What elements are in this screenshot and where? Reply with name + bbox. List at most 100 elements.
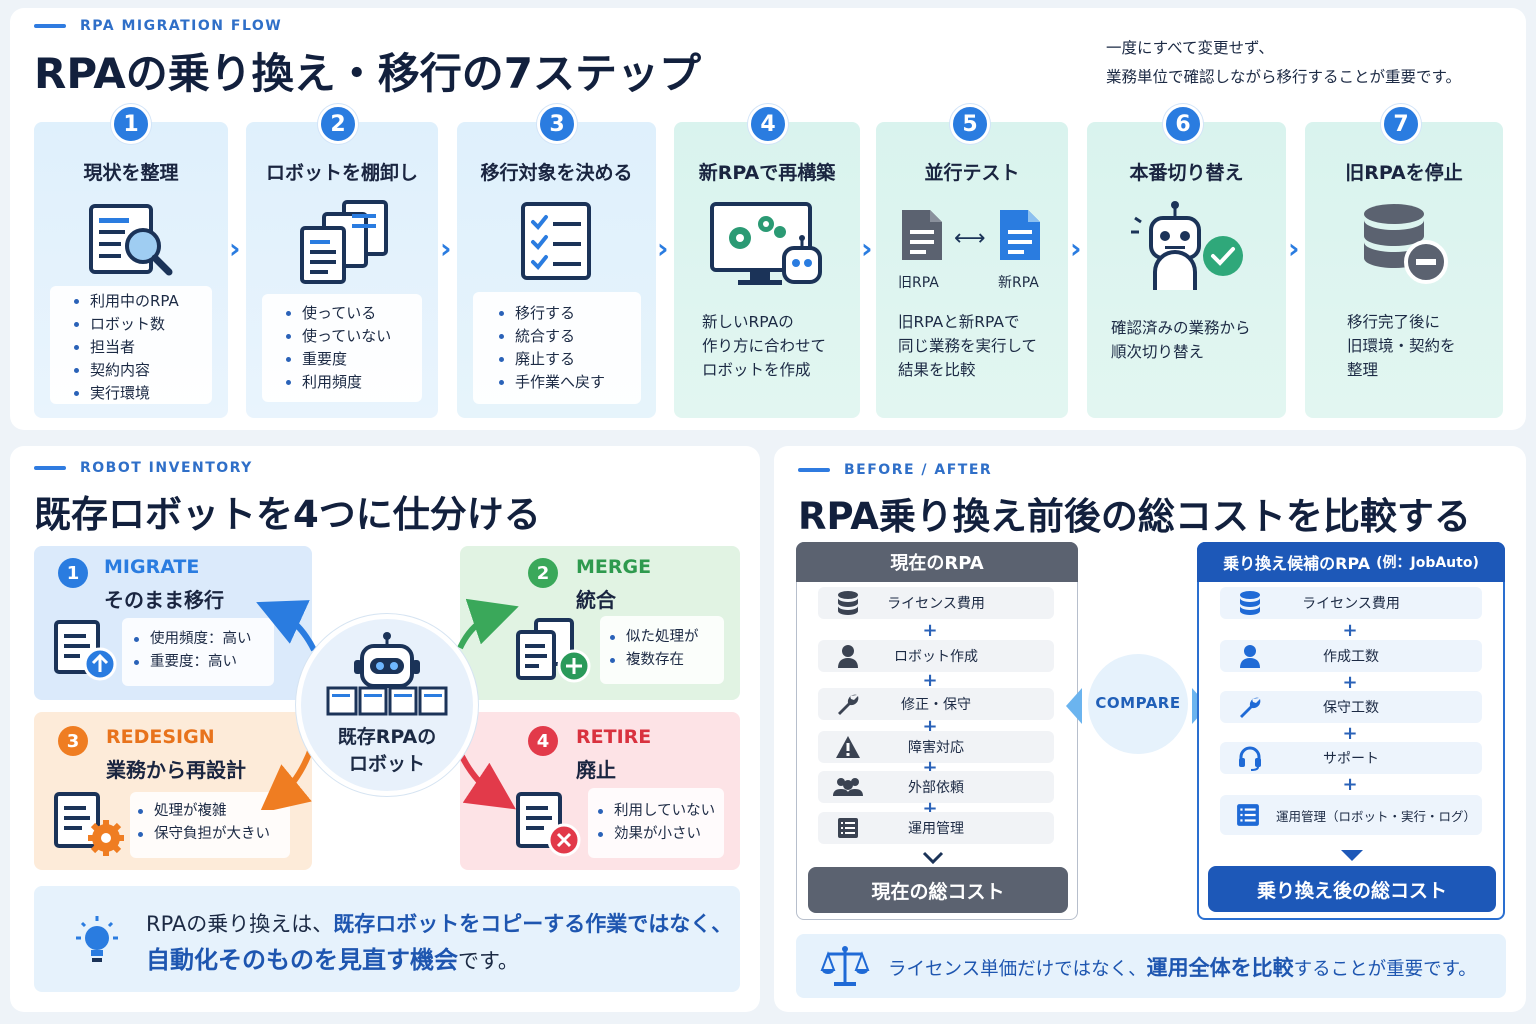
candidate-item-operations: 運用管理（ロボット・実行・ログ）: [1220, 795, 1482, 835]
flow-kicker-text: RPA MIGRATION FLOW: [80, 18, 283, 34]
wrench-icon: [818, 691, 878, 717]
quadrant-2-bullets-box: [600, 616, 724, 684]
step-5-desc-line: 同じ業務を実行して: [898, 337, 1038, 355]
chevron-right-icon: ›: [1288, 232, 1300, 265]
step-5-title: 並行テスト: [924, 162, 1020, 184]
current-item-label: 運用管理: [908, 821, 964, 837]
step-3-bullet: 移行する: [497, 302, 605, 325]
document-settings-icon: [52, 790, 128, 862]
tip-text-highlight-2: 自動化そのものを見直す機会: [146, 946, 458, 974]
document-delete-icon: [514, 790, 590, 862]
quadrant-3-bullets: 処理が複雑 保守負担が大きい: [136, 800, 270, 846]
quadrant-retire: 4 RETIRE 廃止 利用していない 効果が小さい: [460, 712, 740, 870]
quadrant-3-jp: 業務から再設計: [106, 758, 246, 782]
database-icon: [1220, 590, 1280, 616]
step-2-bullet: 使っていない: [284, 325, 391, 348]
flow-kicker: RPA MIGRATION FLOW: [34, 18, 282, 34]
step-7-card: 旧RPAを停止 移行完了後に 旧環境・契約を 整理: [1305, 122, 1503, 418]
step-1-bullet: 担当者: [72, 336, 179, 359]
quadrant-2-number: 2: [528, 558, 558, 588]
current-item-robot-creation: ロボット作成: [818, 640, 1054, 672]
compare-left-arrow: [1066, 688, 1082, 724]
current-item-label: ロボット作成: [894, 649, 978, 665]
group-icon: [818, 776, 878, 798]
quadrant-4-number: 4: [528, 726, 558, 756]
robot-check-icon: [1127, 200, 1247, 296]
step-2-bullets: 使っている 使っていない 重要度 利用頻度: [284, 302, 391, 394]
old-rpa-document-icon: [898, 206, 946, 268]
current-item-outsourcing: 外部依頼: [818, 771, 1054, 803]
new-rpa-label: 新RPA: [998, 275, 1039, 291]
lightbulb-icon: [70, 914, 124, 974]
wrench-icon: [1220, 694, 1280, 720]
candidate-header-label: 乗り換え候補のRPA: [1223, 554, 1371, 573]
quadrant-merge: 2 MERGE 統合 似た処理が 複数存在: [460, 546, 740, 700]
step-7-desc-line: 旧環境・契約を: [1347, 337, 1456, 355]
candidate-item-support: サポート: [1220, 742, 1482, 774]
inventory-kicker-text: ROBOT INVENTORY: [80, 460, 253, 476]
flow-title: RPAの乗り換え・移行の7ステップ: [34, 49, 701, 98]
plus-sign: +: [1342, 672, 1358, 693]
candidate-item-creation-effort: 作成工数: [1220, 640, 1482, 672]
step-2-bullet: 利用頻度: [284, 371, 391, 394]
checklist-icon: [517, 200, 597, 286]
quadrant-4-bullets-box: [588, 788, 724, 858]
monitor-robot-icon: [708, 200, 826, 294]
cost-tip-highlight: 運用全体を比較: [1146, 956, 1294, 980]
step-3-number: 3: [537, 104, 577, 144]
flow-note-line1: 一度にすべて変更せず、: [1106, 39, 1274, 57]
current-total-cost: 現在の総コスト: [808, 867, 1068, 913]
swap-arrows-icon: ⟷: [954, 226, 986, 251]
candidate-item-label: 運用管理（ロボット・実行・ログ）: [1275, 808, 1476, 824]
headset-icon: [1220, 745, 1280, 771]
tip-text-d: です。: [458, 949, 519, 973]
step-4-desc-line: 作り方に合わせて: [702, 337, 827, 355]
plus-sign: +: [922, 670, 938, 691]
inventory-tip-text: RPAの乗り換えは、既存ロボットをコピーする作業ではなく、 自動化そのものを見直…: [146, 906, 732, 979]
step-2-title: ロボットを棚卸し: [265, 162, 418, 184]
warning-icon: [818, 735, 878, 759]
candidate-item-label: ライセンス費用: [1302, 596, 1400, 612]
current-item-operations: 運用管理: [818, 812, 1054, 844]
robot-icon: [326, 632, 448, 722]
compare-label: COMPARE: [1095, 694, 1181, 712]
candidate-rpa-header: 乗り換え候補のRPA(例：JobAuto): [1197, 542, 1505, 582]
step-1-bullet: 利用中のRPA: [72, 290, 179, 313]
quadrant-4-en: RETIRE: [576, 726, 652, 748]
step-7-description: 移行完了後に 旧環境・契約を 整理: [1347, 310, 1456, 382]
chevron-right-icon: ›: [861, 232, 873, 265]
step-5-number: 5: [950, 104, 990, 144]
document-search-icon: [83, 200, 179, 284]
step-6-description: 確認済みの業務から 順次切り替え: [1111, 316, 1251, 364]
current-item-license: ライセンス費用: [818, 587, 1054, 619]
list-icon: [818, 817, 878, 839]
plus-sign: +: [1342, 620, 1358, 641]
step-4-description: 新しいRPAの 作り方に合わせて ロボットを作成: [702, 310, 826, 382]
quadrant-1-bullets: 使用頻度：高い 重要度：高い: [132, 628, 252, 674]
compare-circle: [1088, 654, 1188, 754]
quadrant-4-jp: 廃止: [576, 758, 616, 782]
cost-tip-text-c: することが重要です。: [1293, 959, 1477, 980]
plus-sign: +: [922, 620, 938, 641]
step-3-bullets: 移行する 統合する 廃止する 手作業へ戻す: [497, 302, 605, 394]
step-3-bullet: 廃止する: [497, 348, 605, 371]
center-label-line1: 既存RPAの: [337, 726, 437, 748]
current-item-label: ライセンス費用: [887, 596, 985, 612]
step-6-desc-line: 確認済みの業務から: [1111, 319, 1251, 337]
step-1-bullet: ロボット数: [72, 313, 179, 336]
center-label: 既存RPAの ロボット: [296, 724, 478, 778]
step-4-desc-line: 新しいRPAの: [702, 313, 794, 331]
candidate-item-label: サポート: [1323, 751, 1379, 767]
quadrant-3-en: REDESIGN: [106, 726, 215, 748]
flow-note-line2: 業務単位で確認しながら移行することが重要です。: [1106, 68, 1461, 86]
step-4-card: 新RPAで再構築 新しいRPAの 作り方に合わせて ロボットを作成: [674, 122, 860, 418]
step-3-bullets-box: [473, 292, 641, 404]
triangle-down-icon: [1341, 850, 1363, 861]
chevron-right-icon: ›: [657, 232, 669, 265]
quadrant-1-bullet: 使用頻度：高い: [132, 628, 252, 651]
quadrant-1-bullet: 重要度：高い: [132, 651, 252, 674]
merge-arrow: [457, 598, 519, 650]
scale-icon: [820, 944, 870, 992]
current-item-incidents: 障害対応: [818, 731, 1054, 763]
step-7-title: 旧RPAを停止: [1345, 162, 1463, 184]
